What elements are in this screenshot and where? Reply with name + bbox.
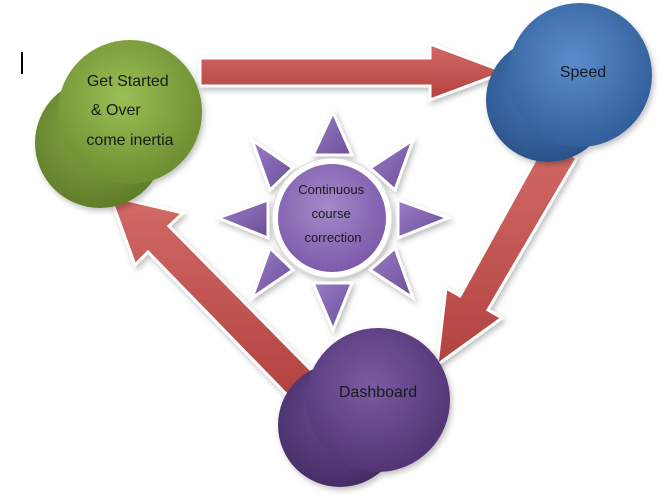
spike-s bbox=[310, 281, 355, 334]
spike-nw bbox=[249, 136, 296, 193]
spike-w bbox=[213, 197, 270, 241]
arrow-speed-to-dashboard bbox=[435, 140, 580, 369]
spike-sw bbox=[249, 245, 296, 302]
arrow-dashboard-to-start bbox=[107, 193, 316, 401]
svg-text:Dashboard: Dashboard bbox=[339, 384, 417, 401]
center-label-line-1: Continuous bbox=[298, 182, 364, 197]
center-star bbox=[213, 108, 453, 334]
node-dashboard-front bbox=[306, 328, 450, 472]
spike-e bbox=[396, 197, 453, 241]
node-dashboard bbox=[278, 328, 450, 487]
text-cursor bbox=[21, 52, 23, 74]
svg-text:Speed: Speed bbox=[560, 64, 606, 81]
node-dashboard-label: Dashboard bbox=[339, 384, 417, 401]
svg-text:Continuous course corr: Continuous course correction bbox=[298, 182, 367, 245]
spike-n bbox=[310, 108, 355, 157]
node-speed-front bbox=[508, 3, 652, 147]
arrow-start-to-speed bbox=[198, 41, 510, 103]
node-start-label-line-2: & Over bbox=[91, 102, 141, 119]
node-start-front bbox=[58, 40, 202, 184]
spike-ne bbox=[367, 136, 416, 193]
node-speed-label: Speed bbox=[560, 64, 606, 81]
svg-text:Get Started & Over com: Get Started & Over come inertia bbox=[86, 73, 173, 149]
center-circle bbox=[278, 164, 386, 272]
node-start-label-line-1: Get Started bbox=[87, 73, 169, 90]
spike-se bbox=[367, 245, 416, 302]
center-label-line-2: course bbox=[312, 206, 351, 221]
center-label-line-3: correction bbox=[304, 230, 361, 245]
node-start-label-line-3: come inertia bbox=[86, 132, 173, 149]
node-speed bbox=[486, 3, 652, 162]
node-start bbox=[35, 40, 202, 208]
